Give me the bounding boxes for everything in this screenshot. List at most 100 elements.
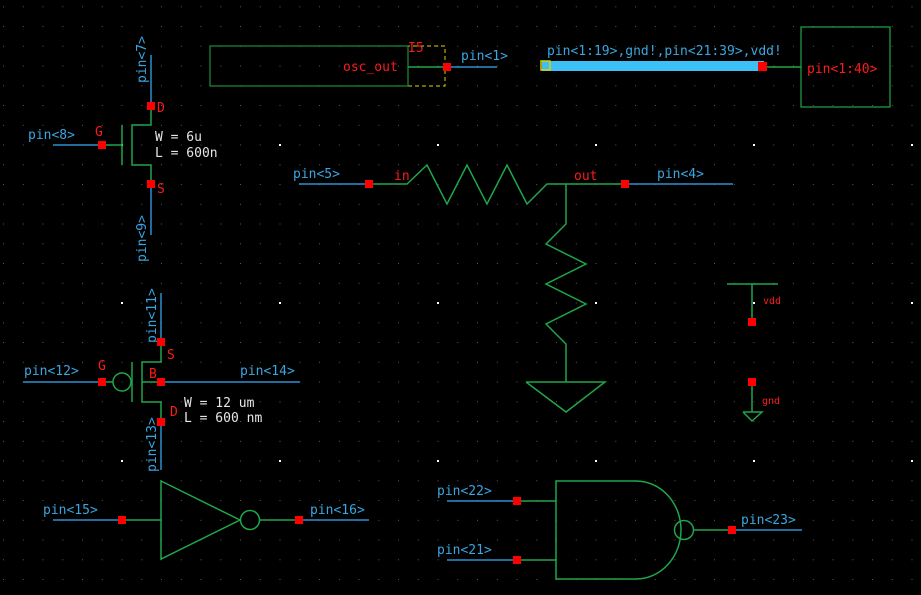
grid-dot	[319, 223, 320, 225]
drain-term-label: D	[170, 405, 178, 420]
grid-dot	[141, 421, 143, 422]
grid-dot	[279, 105, 281, 106]
grid-dot	[793, 381, 794, 383]
pmos-transistor[interactable]: pin<11> S pin<12> G B pin<14> D pin<13> …	[23, 288, 300, 472]
shunt-resistor[interactable]	[544, 184, 588, 382]
inverter[interactable]: pin<15> pin<16>	[43, 479, 369, 561]
drain-terminal[interactable]	[157, 418, 165, 426]
grid-dot	[378, 322, 380, 324]
grid-dot	[42, 144, 44, 146]
grid-dot	[358, 579, 360, 580]
grid-dot	[22, 440, 24, 442]
grid-dot	[694, 243, 696, 245]
grid-dot	[319, 105, 320, 106]
grid-dot	[200, 203, 202, 205]
grid-dot	[299, 342, 301, 343]
grid-dot	[358, 164, 360, 166]
grid-dot	[575, 559, 577, 561]
grid-dot	[279, 6, 281, 8]
nand-gate[interactable]: pin<22> pin<21> pin<23>	[437, 480, 802, 580]
instance-i5[interactable]: I5 osc_out pin<1>	[209, 41, 508, 87]
grid-dot	[793, 539, 794, 541]
grid-dot	[536, 203, 538, 205]
gate-terminal[interactable]	[98, 378, 106, 386]
source-terminal[interactable]	[157, 338, 165, 346]
grid-dot	[417, 322, 419, 324]
grid-dot	[891, 519, 893, 521]
bus-end-terminal[interactable]	[758, 62, 767, 71]
grid-dot	[872, 223, 873, 225]
bus-start-marker[interactable]	[540, 60, 551, 71]
grid-dot	[852, 460, 854, 462]
vdd-terminal[interactable]	[748, 318, 756, 326]
in-terminal[interactable]	[365, 180, 373, 188]
grid-dot	[536, 421, 538, 422]
grid-dot	[457, 223, 459, 225]
grid-dot	[753, 184, 755, 185]
vdd-symbol[interactable]: vdd	[727, 283, 781, 326]
grid-dot	[891, 381, 893, 383]
grid-dot	[101, 263, 103, 264]
grid-dot	[200, 302, 202, 304]
bus-wire[interactable]	[542, 61, 764, 71]
inv-in-terminal[interactable]	[118, 516, 126, 524]
nand-out-terminal[interactable]	[728, 526, 736, 534]
grid-dot	[141, 243, 143, 245]
nand-in-a-terminal[interactable]	[513, 497, 521, 505]
grid-dot	[832, 322, 834, 324]
grid-dot	[161, 65, 162, 67]
grid-dot	[378, 401, 380, 403]
grid-dot	[62, 85, 64, 87]
grid-dot	[378, 342, 380, 343]
grid-dot	[832, 381, 834, 383]
port-terminal[interactable]	[443, 63, 451, 71]
grid-dot	[417, 263, 419, 264]
out-terminal[interactable]	[621, 180, 629, 188]
grid-dot	[872, 124, 873, 126]
grid-dot	[477, 342, 478, 343]
grid-dot	[338, 440, 340, 442]
series-resistor[interactable]	[373, 163, 625, 206]
bus-net[interactable]: pin<1:19>,gnd!,pin<21:39>,vdd! pin<1:40>	[540, 26, 891, 108]
grid-dot	[42, 440, 44, 442]
grid-dot	[812, 539, 814, 541]
grid-dot	[398, 381, 399, 383]
gnd-terminal[interactable]	[748, 378, 756, 386]
grid-major-dot	[437, 460, 439, 462]
grid-dot	[477, 460, 478, 462]
nmos-transistor[interactable]: pin<7> D pin<8> G W = 6u L = 600n S pin<…	[28, 36, 218, 262]
grid-dot	[457, 243, 459, 245]
grid-dot	[911, 26, 913, 27]
grid-dot	[82, 164, 83, 166]
grid-dot	[398, 282, 399, 284]
grid-dot	[42, 164, 44, 166]
block-symbol[interactable]	[800, 26, 891, 108]
grid-dot	[22, 361, 24, 363]
grid-dot	[911, 500, 913, 501]
bulk-terminal[interactable]	[157, 378, 165, 386]
grid-major-dot	[437, 144, 439, 146]
grid-dot	[635, 539, 636, 541]
grid-dot	[3, 26, 4, 27]
gnd-symbol[interactable]: gnd	[742, 378, 780, 423]
grid-dot	[753, 223, 755, 225]
grid-dot	[398, 440, 399, 442]
nand-in-a-pin-label: pin<22>	[437, 484, 492, 499]
resistor-network[interactable]: pin<5> in out pin<4>	[293, 163, 733, 413]
grid-dot	[82, 184, 83, 185]
grid-dot	[556, 164, 557, 166]
inv-out-pin-label: pin<16>	[310, 503, 365, 518]
gate-terminal[interactable]	[98, 141, 106, 149]
nand-in-b-terminal[interactable]	[513, 556, 521, 564]
port-label: osc_out	[343, 60, 398, 75]
source-terminal[interactable]	[147, 180, 155, 188]
inv-out-terminal[interactable]	[295, 516, 303, 524]
grid-dot	[259, 6, 261, 8]
grid-dot	[615, 539, 617, 541]
grid-dot	[82, 460, 83, 462]
grid-dot	[398, 519, 399, 521]
instance-body[interactable]	[209, 45, 409, 87]
drain-terminal[interactable]	[147, 102, 155, 110]
nand-body	[555, 480, 682, 580]
